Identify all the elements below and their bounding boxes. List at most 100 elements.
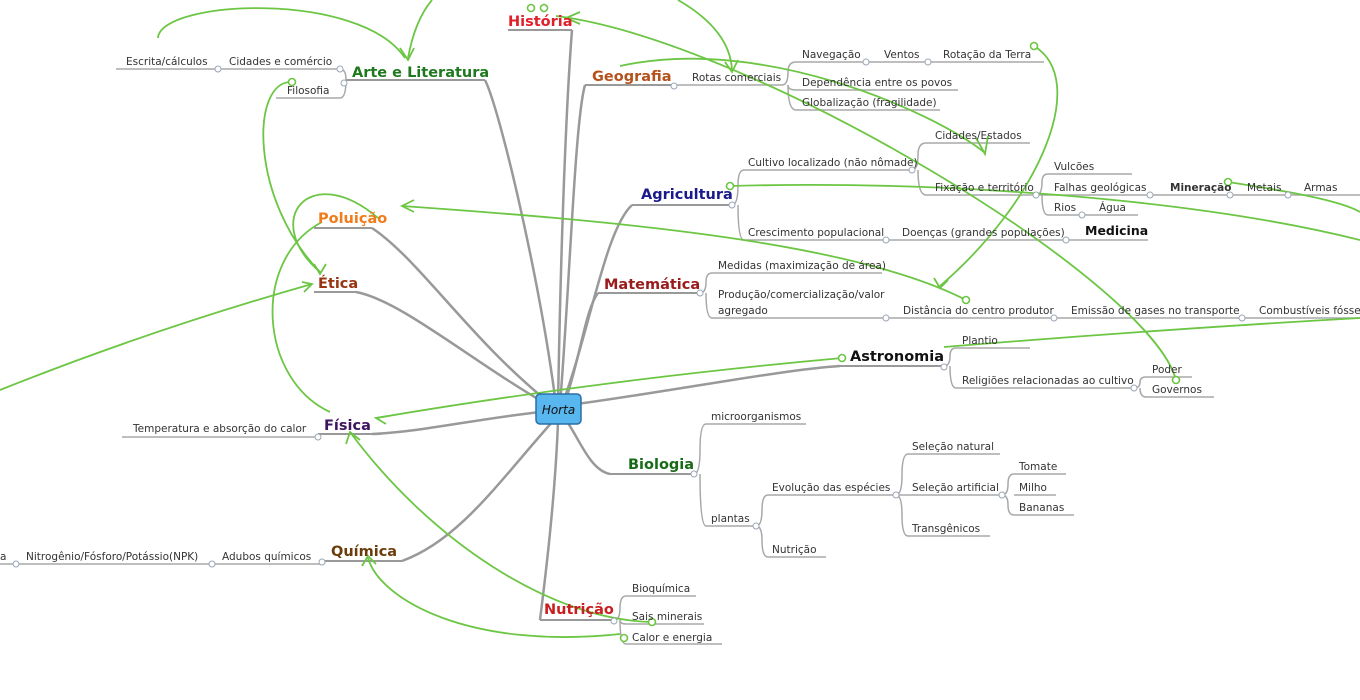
branch-biologia xyxy=(564,419,611,476)
subtopic-religioes[interactable]: Religiões relacionadas ao cultivo xyxy=(962,375,1134,387)
subtopic-lines xyxy=(0,61,1360,645)
subtopic-filosofia[interactable]: Filosofia xyxy=(287,85,329,97)
relation-line xyxy=(271,221,331,413)
relationship-endpoints xyxy=(287,3,1233,643)
subtopic-tomate[interactable]: Tomate xyxy=(1018,461,1057,473)
subtopic-falhas[interactable]: Falhas geológicas xyxy=(1054,182,1146,194)
subtopic-bananas[interactable]: Bananas xyxy=(1019,502,1064,514)
subtopic-plantio[interactable]: Plantio xyxy=(962,335,998,347)
subtopic-producao-line1[interactable]: Produção/comercialização/valor xyxy=(718,289,885,301)
relationship-arrowheads xyxy=(301,11,989,567)
subtopic-cidades-comercio[interactable]: Cidades e comércio xyxy=(229,56,332,68)
subtopic-producao-line2[interactable]: agregado xyxy=(718,305,768,317)
topic-poluicao[interactable]: Poluição xyxy=(318,211,387,227)
subtopic-doencas[interactable]: Doenças (grandes populações) xyxy=(902,227,1065,239)
subtopic-selecao-artificial[interactable]: Seleção artificial xyxy=(912,482,999,494)
subtopic-selecao-natural[interactable]: Seleção natural xyxy=(912,441,994,453)
subtopic-rios[interactable]: Rios xyxy=(1054,202,1076,214)
topic-geografia[interactable]: Geografia xyxy=(592,69,672,85)
subtopic-sais-minerais[interactable]: Sais minerais xyxy=(632,611,702,623)
subtopic-globalizacao[interactable]: Globalização (fragilidade) xyxy=(802,97,937,109)
relation-line xyxy=(555,15,1177,381)
subtopic-emissao[interactable]: Emissão de gases no transporte xyxy=(1071,305,1240,317)
topic-matematica[interactable]: Matemática xyxy=(604,277,700,293)
topic-agricultura[interactable]: Agricultura xyxy=(641,187,733,203)
relation-line xyxy=(939,45,1059,287)
topic-quimica[interactable]: Química xyxy=(331,544,397,560)
collapse-toggles[interactable] xyxy=(12,58,1292,625)
topic-arte-literatura[interactable]: Arte e Literatura xyxy=(352,65,489,81)
relation-line xyxy=(729,184,1360,241)
subtopic-distancia[interactable]: Distância do centro produtor xyxy=(903,305,1054,317)
relation-line xyxy=(407,0,433,59)
topic-nutricao[interactable]: Nutrição xyxy=(544,602,614,618)
relation-line xyxy=(401,205,967,301)
subtopic-mineracao[interactable]: Mineração xyxy=(1170,182,1231,194)
subtopic-medicina[interactable]: Medicina xyxy=(1085,223,1148,238)
subtopic-calor-energia[interactable]: Calor e energia xyxy=(632,632,712,644)
subtopic-adubos[interactable]: Adubos químicos xyxy=(222,551,311,563)
subtopic-transgenicos[interactable]: Transgênicos xyxy=(911,523,980,535)
relation-line xyxy=(349,431,653,623)
relation-line xyxy=(677,0,733,71)
subtopic-agua[interactable]: Água xyxy=(1099,201,1126,214)
branch-historia xyxy=(556,29,574,409)
relation-line xyxy=(619,57,985,153)
subtopic-vulcoes[interactable]: Vulcões xyxy=(1054,161,1094,173)
subtopic-governos[interactable]: Governos xyxy=(1152,384,1202,396)
branch-fisica xyxy=(371,410,541,436)
subtopic-navegacao[interactable]: Navegação xyxy=(802,49,861,61)
subtopic-npk[interactable]: Nitrogênio/Fósforo/Potássio(NPK) xyxy=(26,551,198,563)
main-branch-lines xyxy=(355,29,841,621)
branch-geografia xyxy=(558,84,587,406)
relation-line xyxy=(292,193,379,273)
branch-quimica xyxy=(401,419,555,563)
topic-underlines xyxy=(314,29,944,621)
topic-biologia[interactable]: Biologia xyxy=(628,457,694,473)
topic-etica[interactable]: Ética xyxy=(318,275,358,292)
subtopic-crescimento[interactable]: Crescimento populacional xyxy=(748,227,884,239)
central-topic-box[interactable] xyxy=(535,393,582,425)
subtopic-plantas[interactable]: plantas xyxy=(711,513,750,525)
subtopic-milho[interactable]: Milho xyxy=(1019,482,1047,494)
central-topic-label: Horta xyxy=(542,403,575,417)
subtopic-combustiveis[interactable]: Combustíveis fósseis xyxy=(1259,305,1360,317)
subtopic-poder[interactable]: Poder xyxy=(1152,364,1183,376)
relation-line xyxy=(1227,181,1360,213)
branch-arte xyxy=(483,79,558,406)
branch-matematica xyxy=(562,292,600,406)
subtopic-microorganismos[interactable]: microorganismos xyxy=(711,411,801,423)
subtopic-cultivo[interactable]: Cultivo localizado (não nômade) xyxy=(748,157,918,169)
relation-line xyxy=(375,357,843,419)
relation-line xyxy=(157,7,406,59)
topic-historia[interactable]: História xyxy=(508,14,573,30)
subtopic-fixacao[interactable]: Fixação e território xyxy=(935,182,1034,194)
subtopic-npk-prefix[interactable]: a xyxy=(0,551,6,563)
subtopic-medidas[interactable]: Medidas (maximização de área) xyxy=(718,260,886,272)
subtopic-evolucao[interactable]: Evolução das espécies xyxy=(772,482,890,494)
relation-line xyxy=(943,317,1360,348)
subtopic-ventos[interactable]: Ventos xyxy=(884,49,920,61)
subtopic-cidades-estados[interactable]: Cidades/Estados xyxy=(935,130,1022,142)
subtopic-escrita[interactable]: Escrita/cálculos xyxy=(126,56,208,68)
subtopic-armas[interactable]: Armas xyxy=(1304,182,1337,194)
subtopic-metais[interactable]: Metais xyxy=(1247,182,1281,194)
subtopic-rotas[interactable]: Rotas comerciais xyxy=(692,72,781,84)
topic-astronomia[interactable]: Astronomia xyxy=(850,349,944,365)
branch-astronomia xyxy=(569,364,841,407)
subtopic-dependencia[interactable]: Dependência entre os povos xyxy=(802,77,952,89)
branch-etica xyxy=(355,290,549,407)
branch-nutricao xyxy=(538,421,560,621)
subtopic-bioquimica[interactable]: Bioquímica xyxy=(632,583,690,595)
branch-poluicao xyxy=(371,226,553,406)
relation-line xyxy=(0,283,313,391)
topic-fisica[interactable]: Física xyxy=(324,418,371,434)
central-topic-horta[interactable]: Horta xyxy=(535,393,582,425)
relationship-arrows xyxy=(0,0,1360,638)
relation-line xyxy=(367,557,621,638)
subtopic-rotacao[interactable]: Rotação da Terra xyxy=(943,49,1031,61)
relation-line xyxy=(262,81,321,273)
subtopic-nutricao-biologia[interactable]: Nutrição xyxy=(772,544,817,556)
subtopic-temperatura[interactable]: Temperatura e absorção do calor xyxy=(132,423,307,435)
